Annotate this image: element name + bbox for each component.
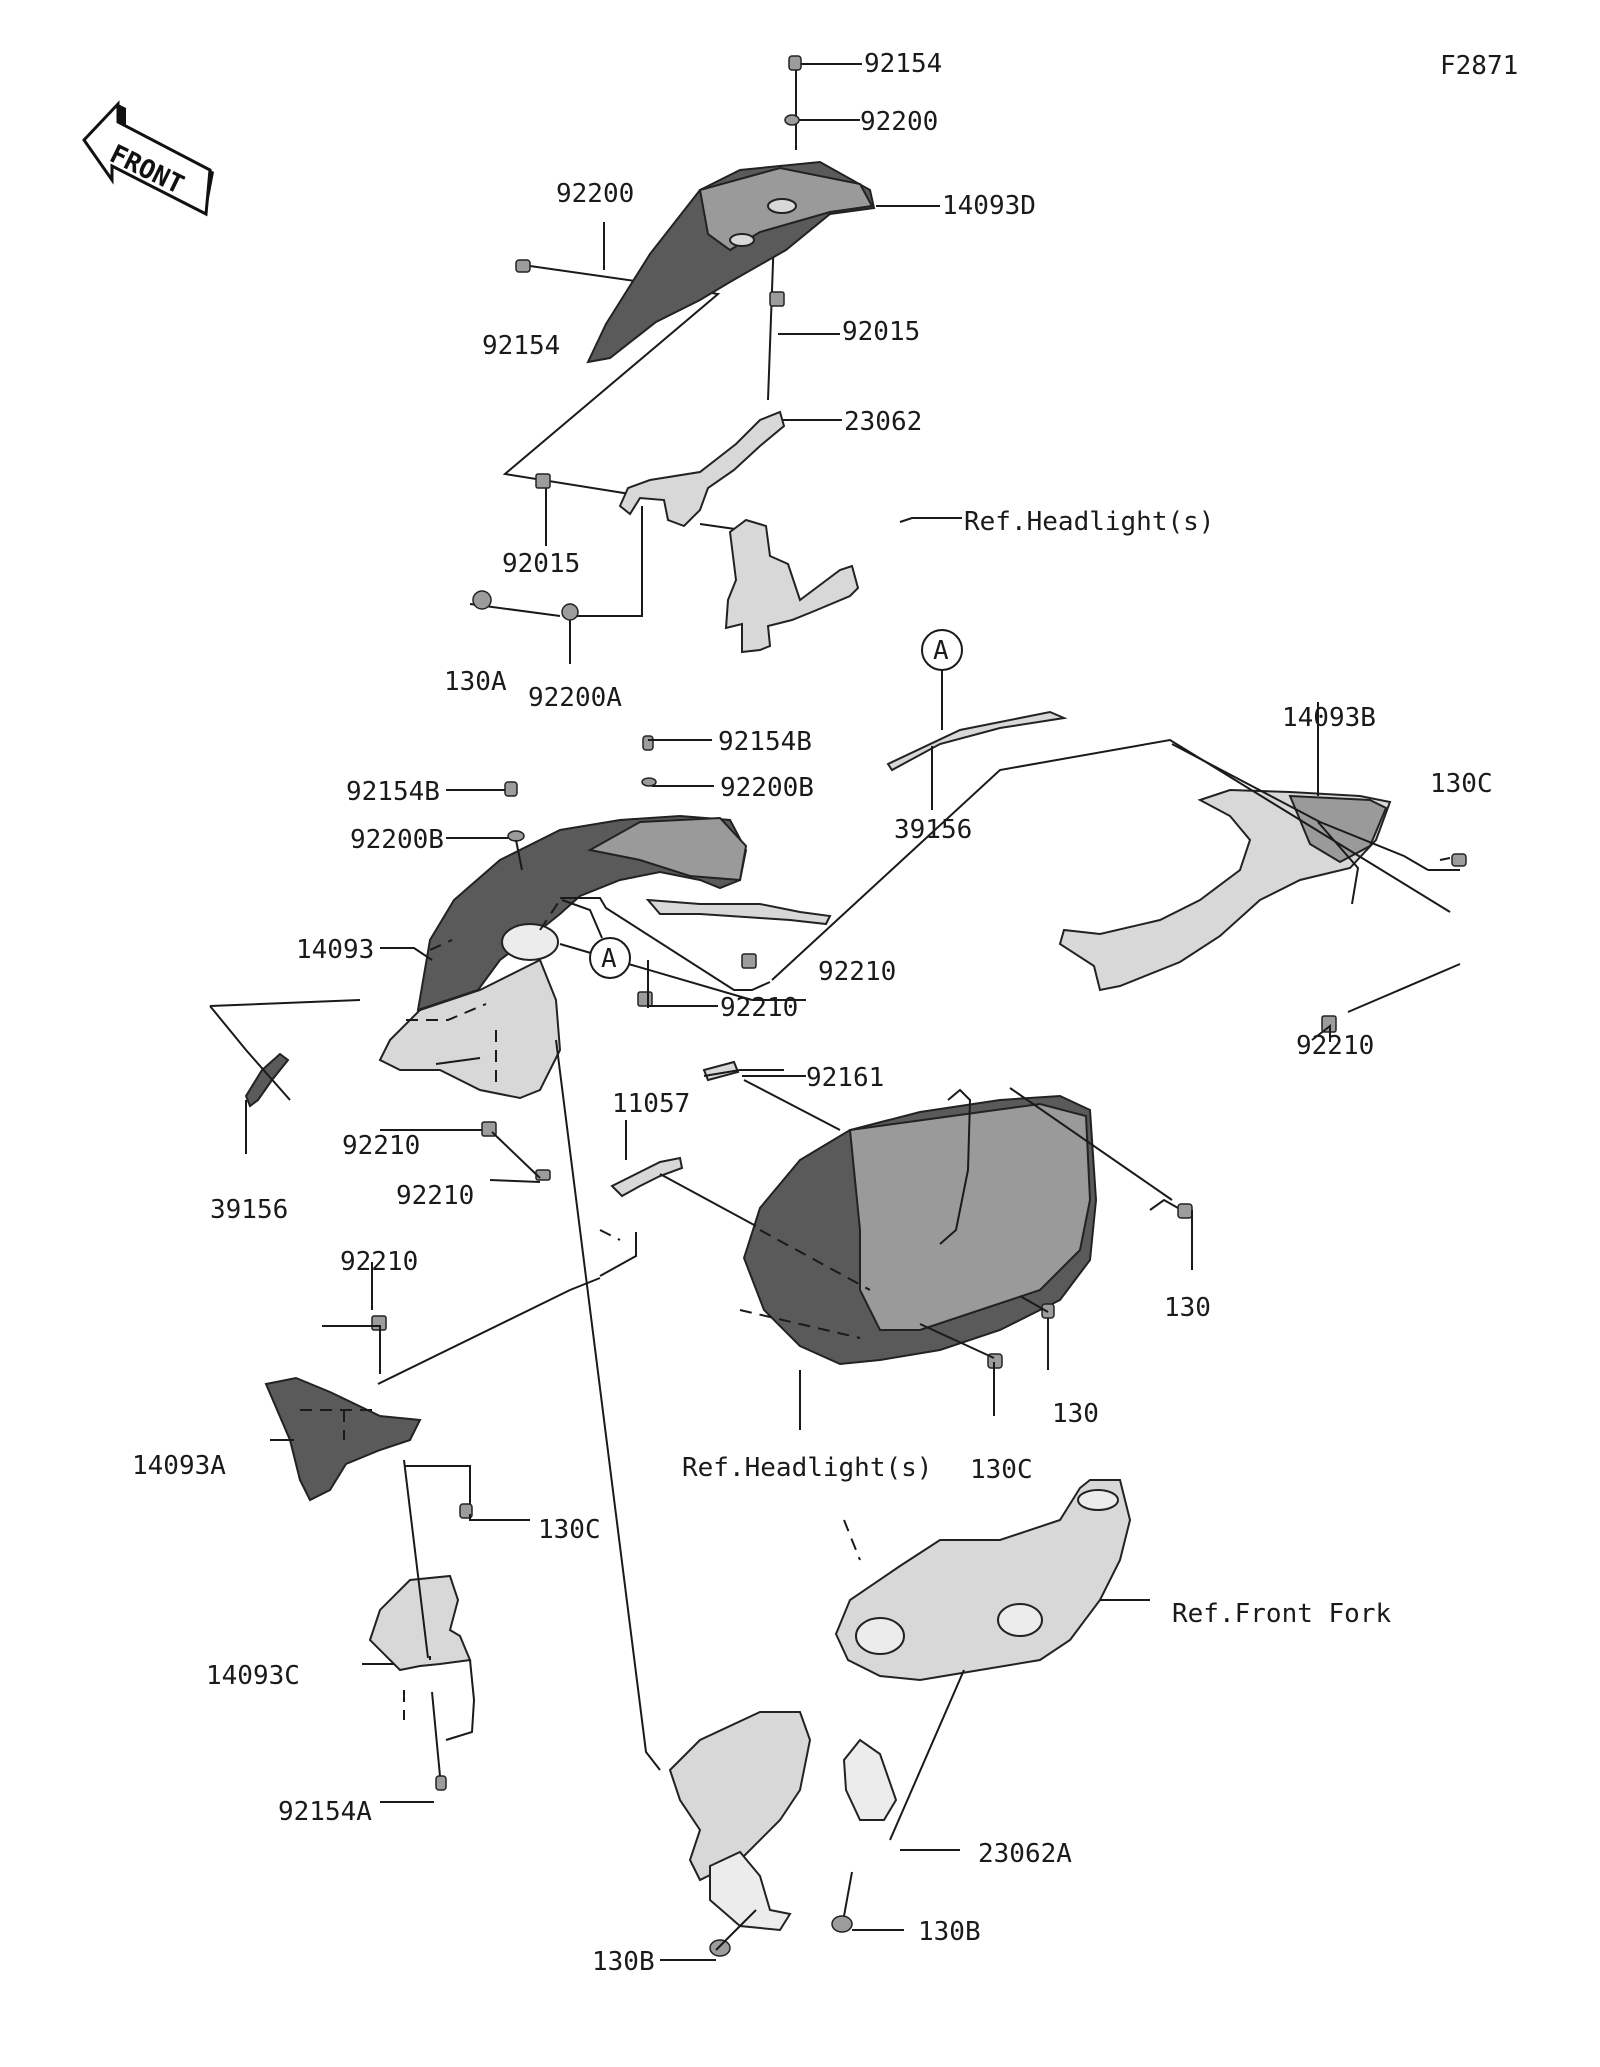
label-92154a: 92154A xyxy=(278,1797,372,1827)
part-14093-cowl xyxy=(378,814,832,1100)
label-92154b-left: 92154B xyxy=(346,777,440,807)
label-92200a: 92200A xyxy=(528,683,622,713)
part-11057-bracket xyxy=(610,1156,684,1198)
diagram-id: F2871 xyxy=(1440,51,1518,81)
label-130-right: 130 xyxy=(1164,1293,1211,1323)
label-92200-left: 92200 xyxy=(556,179,634,209)
label-92015-left: 92015 xyxy=(502,549,580,579)
ref-headlight-assembly xyxy=(742,1088,1098,1366)
label-14093c: 14093C xyxy=(206,1661,300,1691)
label-ref-headlight-top: Ref.Headlight(s) xyxy=(964,507,1214,537)
ref-marker-a-top xyxy=(921,629,963,671)
ref-headlight-bracket-top xyxy=(724,518,860,654)
ref-marker-a-middle-label: A xyxy=(601,944,617,974)
label-14093: 14093 xyxy=(296,935,374,965)
label-39156-left: 39156 xyxy=(210,1195,288,1225)
ref-marker-a-middle xyxy=(589,937,631,979)
label-130b-right: 130B xyxy=(918,1917,981,1947)
label-23062: 23062 xyxy=(844,407,922,437)
fasteners-top xyxy=(472,55,802,621)
label-130c-right: 130C xyxy=(1430,769,1493,799)
label-130a: 130A xyxy=(444,667,507,697)
label-130c-mid: 130C xyxy=(970,1455,1033,1485)
part-14093c-bracket xyxy=(368,1574,472,1672)
label-92210-d: 92210 xyxy=(396,1181,474,1211)
part-39156-trim-left xyxy=(244,1052,290,1108)
label-92210-right: 92210 xyxy=(1296,1031,1374,1061)
label-92200-top: 92200 xyxy=(860,107,938,137)
label-92210-c: 92210 xyxy=(342,1131,420,1161)
part-14093d-cover xyxy=(586,160,876,364)
label-11057: 11057 xyxy=(612,1089,690,1119)
label-130b-left: 130B xyxy=(592,1947,655,1977)
label-ref-front-fork: Ref.Front Fork xyxy=(1172,1599,1391,1629)
label-92015-right: 92015 xyxy=(842,317,920,347)
ref-marker-a-top-label: A xyxy=(933,636,949,666)
label-92154-left: 92154 xyxy=(482,331,560,361)
label-92161: 92161 xyxy=(806,1063,884,1093)
part-14093b-cover xyxy=(1058,788,1392,992)
fasteners-middle xyxy=(371,735,1467,1957)
label-92200b-right: 92200B xyxy=(720,773,814,803)
label-92210-b: 92210 xyxy=(720,993,798,1023)
part-39156-trim-top xyxy=(886,710,1068,772)
part-23062a-bracket xyxy=(668,1711,898,1932)
label-92210-a: 92210 xyxy=(818,957,896,987)
label-39156-top: 39156 xyxy=(894,815,972,845)
front-arrow-icon: FRONT xyxy=(82,100,214,217)
label-130-mid: 130 xyxy=(1052,1399,1099,1429)
label-92154b-right: 92154B xyxy=(718,727,812,757)
label-14093a: 14093A xyxy=(132,1451,226,1481)
label-92154-top: 92154 xyxy=(864,49,942,79)
label-23062a: 23062A xyxy=(978,1839,1072,1869)
label-92200b-left: 92200B xyxy=(350,825,444,855)
ref-front-fork-clamp xyxy=(834,1479,1132,1682)
label-ref-headlight-bottom: Ref.Headlight(s) xyxy=(682,1453,932,1483)
part-23062-bracket xyxy=(618,410,786,528)
label-130c-left: 130C xyxy=(538,1515,601,1545)
label-14093b: 14093B xyxy=(1282,703,1376,733)
label-14093d: 14093D xyxy=(942,191,1036,221)
label-92210-e: 92210 xyxy=(340,1247,418,1277)
